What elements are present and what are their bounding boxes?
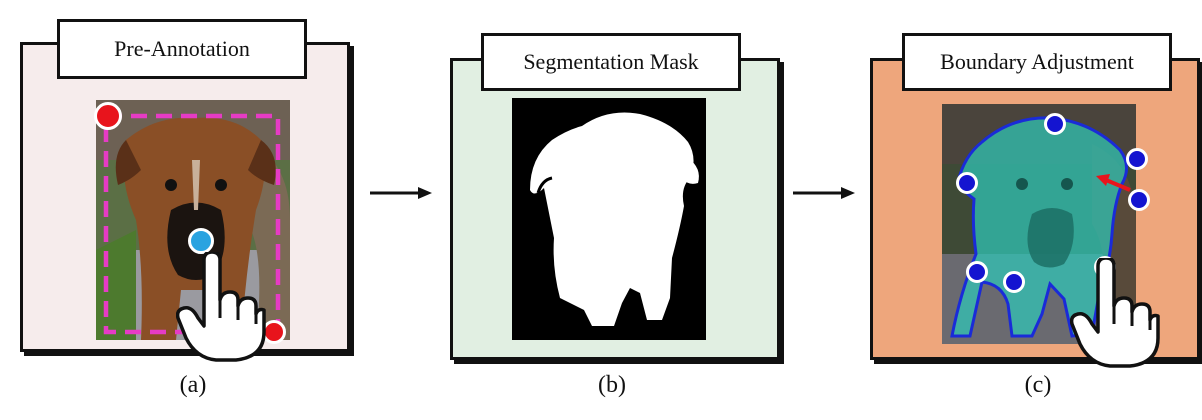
boundary-point[interactable]: [966, 261, 988, 283]
right-arrow-icon: [793, 187, 855, 199]
panel-b-title: Segmentation Mask: [481, 33, 741, 91]
drag-arrow-icon: [1096, 174, 1131, 192]
boundary-point[interactable]: [1003, 271, 1025, 293]
center-point[interactable]: [188, 228, 214, 254]
panel-a-photo: [96, 100, 290, 340]
right-arrow-icon: [370, 187, 432, 199]
panel-c-caption: (c): [1024, 372, 1052, 398]
boundary-point[interactable]: [956, 172, 978, 194]
panel-a-caption: (a): [179, 372, 207, 398]
boundary-point[interactable]: [1044, 113, 1066, 135]
segmentation-mask: [512, 98, 706, 340]
panel-c-title: Boundary Adjustment: [902, 33, 1172, 91]
corner-point-bottom-right[interactable]: [262, 320, 286, 344]
panel-b-caption: (b): [598, 372, 626, 398]
panel-a-title: Pre-Annotation: [57, 19, 307, 79]
pointing-hand-icon: [1070, 258, 1160, 368]
boundary-point[interactable]: [1126, 148, 1148, 170]
boundary-point[interactable]: [1128, 189, 1150, 211]
corner-point-top-left[interactable]: [94, 102, 122, 130]
dog-photo-a: [96, 100, 290, 340]
mask-image: [512, 98, 706, 340]
pointing-hand-icon: [176, 252, 266, 362]
